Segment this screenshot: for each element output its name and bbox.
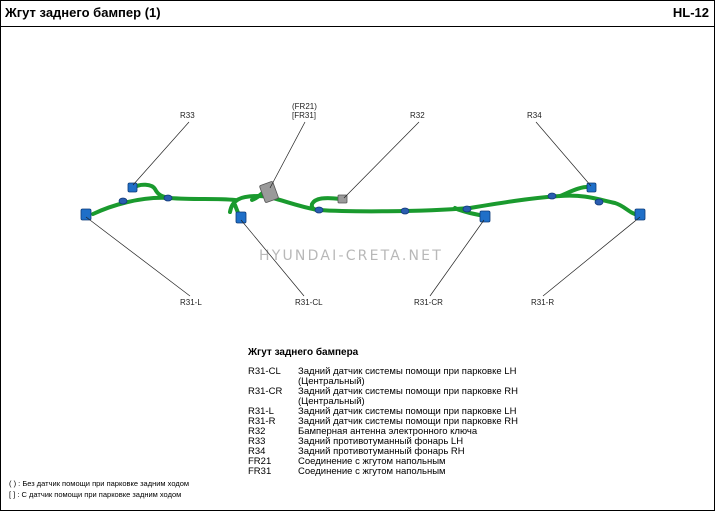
leader-r31-r: [542, 216, 641, 297]
legend-code: FR21: [248, 456, 272, 467]
connectors: [80, 182, 646, 224]
label-r31-r: R31-R: [531, 298, 554, 307]
legend-desc: Задний датчик системы помощи при парковк…: [298, 406, 517, 417]
clip: [462, 205, 472, 213]
connector-legend: Жгут заднего бампера R31-CL Задний датчи…: [248, 347, 598, 477]
legend-desc: Бамперная антенна электронного ключа: [298, 426, 478, 437]
wire-right: [468, 193, 641, 217]
legend-code: R32: [248, 426, 266, 437]
leader-r31-l: [85, 216, 191, 297]
legend-row: R31-CR Задний датчик системы помощи при …: [248, 387, 598, 407]
connector-r31-cr: [479, 210, 491, 223]
label-r33: R33: [180, 111, 195, 120]
legend-row: FR21 Соединение с жгутом напольным: [248, 457, 598, 467]
label-r34: R34: [527, 111, 542, 120]
legend-desc: Задний датчик системы помощи при парковк…: [298, 416, 519, 427]
leader-lines: [85, 121, 641, 297]
legend-desc: Соединение с жгутом напольным: [298, 456, 446, 467]
label-r31-l: R31-L: [180, 298, 202, 307]
legend-code: R31-R: [248, 416, 276, 427]
legend-desc: Задний датчик системы помощи при парковк…: [298, 386, 519, 407]
legend-title: Жгут заднего бампера: [248, 347, 359, 358]
label-fr31: [FR31]: [292, 111, 316, 120]
legend-desc: Задний датчик системы помощи при парковк…: [298, 366, 517, 387]
label-r31-cr: R31-CR: [414, 298, 443, 307]
clip: [400, 207, 410, 215]
legend-code: R31-L: [248, 406, 274, 417]
footnote-square: [ ] : С датчик помощи при парковке задни…: [9, 490, 182, 499]
clip: [594, 198, 604, 206]
legend-desc: Задний противотуманный фонарь RH: [298, 446, 465, 457]
connector-fr21-fr31: [259, 181, 279, 203]
legend-row: R33 Задний противотуманный фонарь LH: [248, 437, 598, 447]
wire-left: [91, 195, 237, 216]
legend-row: FR31 Соединение с жгутом напольным: [248, 467, 598, 477]
page-title: Жгут заднего бампер (1): [5, 5, 161, 20]
footnote-round: ( ) : Без датчик помощи при парковке зад…: [9, 479, 190, 488]
legend-row: R31-R Задний датчик системы помощи при п…: [248, 417, 598, 427]
legend-row: R31-L Задний датчик системы помощи при п…: [248, 407, 598, 417]
wire-clips: [118, 192, 604, 215]
page-code: HL-12: [672, 5, 709, 20]
legend-row: R34 Задний противотуманный фонарь RH: [248, 447, 598, 457]
clip: [547, 192, 557, 200]
legend-row: R31-CL Задний датчик системы помощи при …: [248, 367, 598, 387]
legend-desc: Соединение с жгутом напольным: [298, 466, 446, 477]
clip: [163, 194, 173, 202]
label-r31-cl: R31-CL: [295, 298, 323, 307]
harness-diagram: HYUNDAI-CRETA.NET: [80, 102, 646, 307]
leader-r31-cr: [429, 219, 485, 297]
leader-r31-cl: [240, 219, 305, 297]
connector-r31-l: [80, 208, 92, 221]
label-fr21: (FR21): [292, 102, 317, 111]
leader-fr: [269, 121, 306, 189]
clip: [118, 197, 128, 205]
clip: [314, 206, 324, 214]
watermark: HYUNDAI-CRETA.NET: [259, 248, 443, 264]
legend-desc: Задний противотуманный фонарь LH: [298, 436, 464, 447]
connector-r31-cl: [235, 211, 247, 224]
harness-wires: [91, 182, 641, 220]
label-r32: R32: [410, 111, 425, 120]
leader-r32: [343, 121, 420, 199]
connector-r31-r: [634, 208, 646, 221]
legend-code: R31-CR: [248, 386, 283, 397]
legend-code: R34: [248, 446, 266, 457]
leader-r34: [535, 121, 592, 187]
connector-r33: [127, 182, 138, 193]
legend-row: R32 Бамперная антенна электронного ключа: [248, 427, 598, 437]
leader-r33: [132, 121, 190, 186]
legend-code: R33: [248, 436, 266, 447]
legend-code: R31-CL: [248, 366, 281, 377]
page-header: Жгут заднего бампер (1) HL-12: [0, 0, 715, 27]
connector-r34: [586, 182, 597, 193]
legend-code: FR31: [248, 466, 272, 477]
